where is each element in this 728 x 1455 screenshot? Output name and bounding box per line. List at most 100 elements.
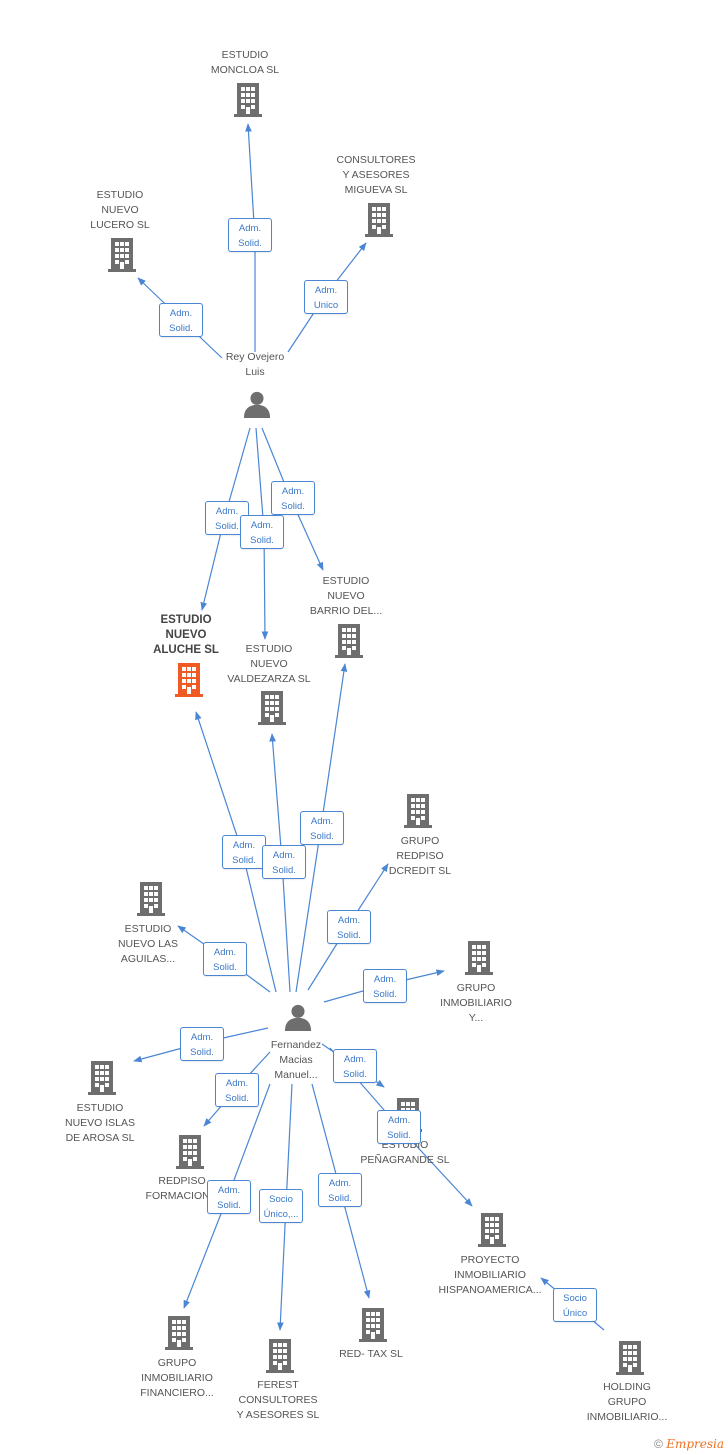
node-label-moncloa[interactable]: ESTUDIO MONCLOA SL [180, 48, 310, 78]
relation-badge-line: Adm. [238, 223, 262, 234]
relation-badge-15[interactable]: Adm.Solid. [333, 1049, 377, 1083]
building-icon-valdezarza[interactable] [258, 691, 286, 725]
node-label-redtax[interactable]: RED- TAX SL [306, 1347, 436, 1362]
relation-badge-line: Socio [269, 1194, 293, 1205]
relation-badge-line: Solid. [310, 831, 334, 842]
relation-badge-14[interactable]: Adm.Solid. [215, 1073, 259, 1107]
relation-badge-line: Socio [563, 1293, 587, 1304]
relation-badge-line: Solid. [343, 1069, 367, 1080]
relation-badge-3[interactable]: Adm.Unico [304, 280, 348, 314]
node-label-line: Y ASESORES SL [236, 1409, 320, 1421]
relation-badge-line: Adm. [217, 1185, 241, 1196]
relation-badge-line: Único,... [263, 1209, 299, 1220]
building-icon-aluche[interactable] [175, 663, 203, 697]
node-label-line: Luis [245, 366, 265, 378]
node-label-line: ESTUDIO [160, 614, 212, 626]
relation-badge-7[interactable]: Adm.Solid. [222, 835, 266, 869]
relation-badge-line: Solid. [190, 1047, 214, 1058]
building-icon-aguilas[interactable] [137, 882, 165, 916]
relation-badge-line: Adm. [215, 506, 239, 517]
node-label-line: INMOBILIARIO... [586, 1411, 668, 1423]
person-icon-fernandez[interactable] [284, 1004, 312, 1031]
relation-badge-18[interactable]: Adm.Solid. [207, 1180, 251, 1214]
building-icon-dcredit[interactable] [404, 794, 432, 828]
node-label-line: NUEVO [165, 629, 207, 641]
building-icon-barrio[interactable] [335, 624, 363, 658]
node-label-line: MIGUEVA SL [344, 184, 408, 196]
building-icon-islas[interactable] [88, 1061, 116, 1095]
relation-badge-12[interactable]: Adm.Solid. [363, 969, 407, 1003]
building-icon-redtax[interactable] [359, 1308, 387, 1342]
node-label-line: Fernandez [270, 1039, 322, 1051]
node-label-line: ESTUDIO [322, 575, 370, 587]
building-icon-ferest[interactable] [266, 1339, 294, 1373]
node-label-aluche[interactable]: ESTUDIO NUEVO ALUCHE SL [121, 613, 251, 658]
node-label-line: Y ASESORES [342, 169, 410, 181]
node-label-line: NUEVO ISLAS [64, 1117, 136, 1129]
building-icon-holding[interactable] [616, 1341, 644, 1375]
node-label-line: INMOBILIARIO [141, 1372, 213, 1384]
building-icon-inmobiliario_y[interactable] [465, 941, 493, 975]
node-label-line: DCREDIT SL [388, 865, 452, 877]
relation-badge-5[interactable]: Adm.Solid. [271, 481, 315, 515]
person-icon-rey[interactable] [243, 391, 271, 418]
relation-badge-line: Solid. [328, 1193, 352, 1204]
building-icon-formacion[interactable] [176, 1135, 204, 1169]
relation-badge-8[interactable]: Adm.Solid. [262, 845, 306, 879]
relation-badge-11[interactable]: Adm.Solid. [203, 942, 247, 976]
node-label-line: REDPISO [158, 1175, 206, 1187]
copyright-symbol: © [654, 1437, 663, 1451]
node-label-line: REDPISO [396, 850, 444, 862]
relation-badge-line: Solid. [250, 535, 274, 546]
relation-badge-line: Adm. [314, 285, 338, 296]
relation-badge-line: Adm. [310, 816, 334, 827]
node-label-line: NUEVO LAS [117, 938, 179, 950]
relation-badge-1[interactable]: Adm. Solid. [228, 218, 272, 252]
relation-badge-line: Solid. [213, 962, 237, 973]
node-label-line: ESTUDIO [76, 1102, 124, 1114]
relation-badge-line: Solid. [238, 238, 262, 249]
node-label-islas[interactable]: ESTUDIO NUEVO ISLAS DE AROSA SL [35, 1101, 165, 1146]
building-icon-proyecto[interactable] [478, 1213, 506, 1247]
building-icon-lucero[interactable] [108, 238, 136, 272]
relation-badge-line: Solid. [232, 855, 256, 866]
node-label-line: ALUCHE SL [153, 644, 219, 656]
node-label-line: ESTUDIO [221, 49, 269, 61]
relation-badge-2[interactable]: Adm.Solid. [159, 303, 203, 337]
node-label-line: NUEVO [327, 590, 365, 602]
relation-badge-16[interactable]: Adm.Solid. [377, 1110, 421, 1144]
building-icon-migueva[interactable] [365, 203, 393, 237]
relation-badge-9[interactable]: Adm. Solid. [300, 811, 344, 845]
building-icon-moncloa[interactable] [234, 83, 262, 117]
relation-badge-10[interactable]: Adm.Solid. [327, 910, 371, 944]
relation-badge-line: Adm. [337, 915, 361, 926]
relation-badge-19[interactable]: Adm.Solid. [318, 1173, 362, 1207]
node-label-line: FEREST [257, 1379, 299, 1391]
brand-logo[interactable]: Empresia [666, 1437, 724, 1451]
node-label-line: DE AROSA SL [65, 1132, 135, 1144]
node-label-line: RED- TAX SL [339, 1348, 403, 1360]
relation-badge-line: Solid. [215, 521, 239, 532]
node-label-line: GRUPO [607, 1396, 647, 1408]
node-label-line: HISPANOAMERICA... [438, 1284, 542, 1296]
building-icon-financiero[interactable] [165, 1316, 193, 1350]
relation-badge-13[interactable]: Adm.Solid. [180, 1027, 224, 1061]
relation-badge-6[interactable]: Adm.Solid. [240, 515, 284, 549]
node-label-line: MONCLOA SL [210, 64, 280, 76]
